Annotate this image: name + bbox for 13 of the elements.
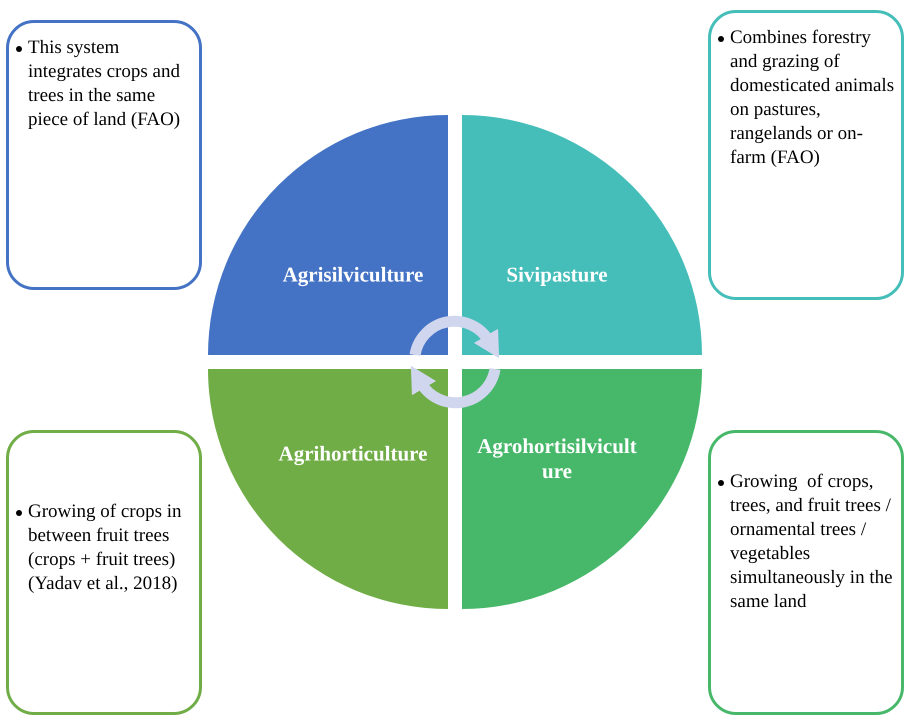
description-box: [6, 20, 202, 290]
bullet-text: Combines forestry and grazing of domesticated animals on pastures, rangelands or on-farm (FAO): [730, 26, 896, 170]
quadrant-label: Agrisilviculture: [282, 262, 424, 288]
quadrant-label: Agrihorticulture: [278, 441, 428, 467]
bullet-text: This system integrates crops and trees in the same piece of land (FAO): [28, 36, 182, 132]
description-box: [6, 430, 202, 715]
quadrant-label: Agrohortisilviculture: [476, 434, 638, 484]
curved-arrow: [410, 316, 500, 358]
bullet-text: Growing of crops, trees, and fruit trees / ornamental trees / vegetables simultaneously in the same land: [730, 470, 894, 614]
description-box: [708, 10, 904, 300]
bullet-text: Growing of crops in between fruit trees (crops + fruit trees) (Yadav et al., 2018): [28, 500, 183, 596]
description-box: [708, 430, 904, 715]
quadrant-label: Sivipasture: [505, 262, 609, 288]
